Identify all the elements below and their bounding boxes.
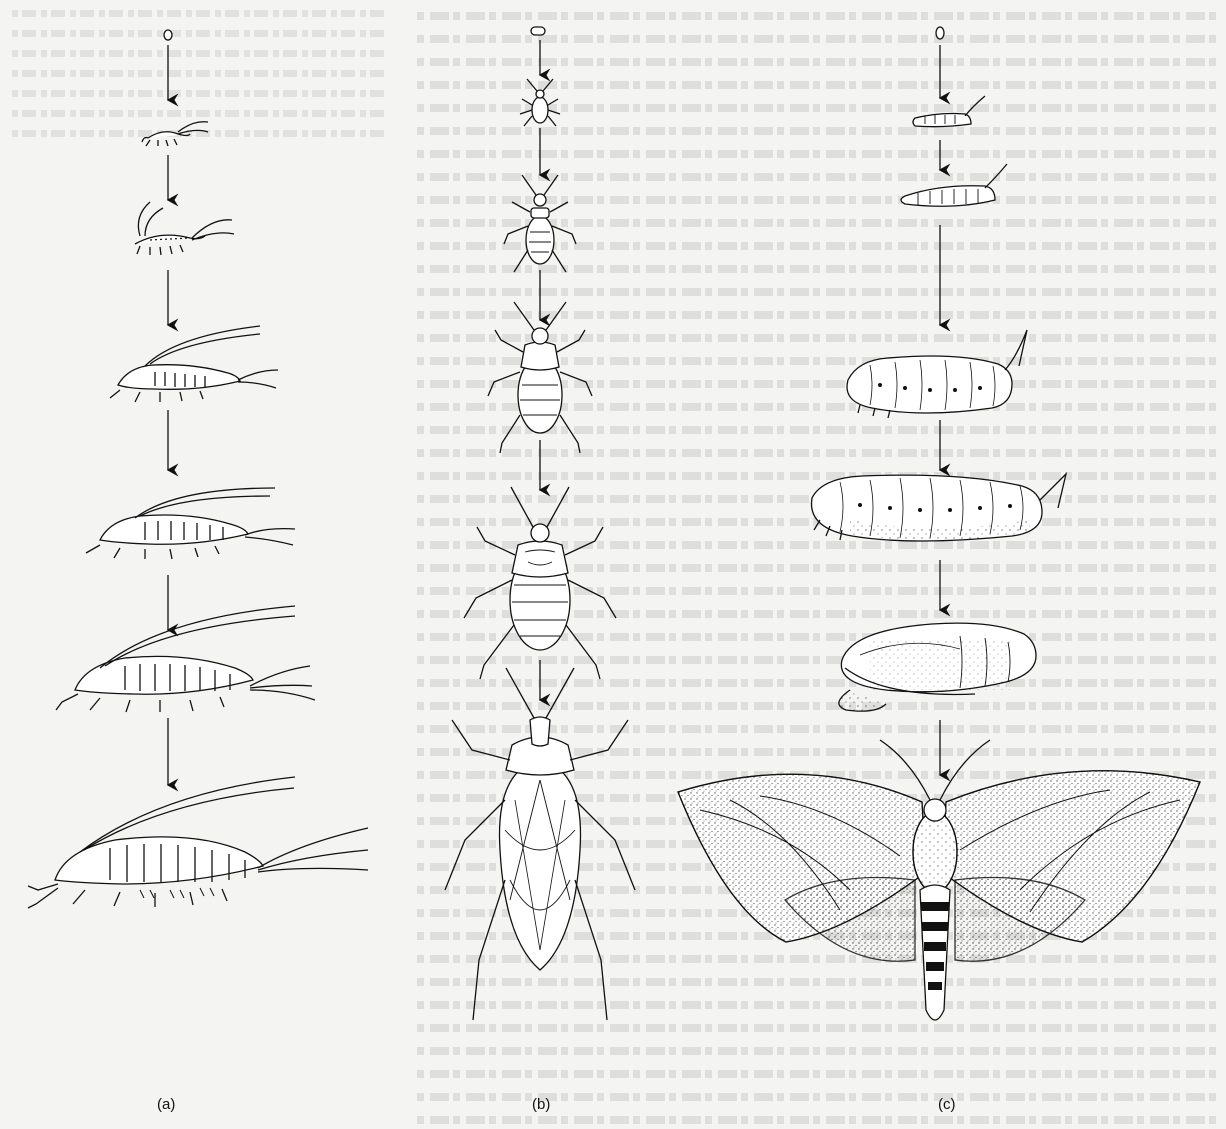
egg-icon <box>164 30 172 40</box>
adult-moth <box>678 740 1200 1020</box>
pupa <box>839 623 1036 711</box>
bug-nymph-4 <box>464 487 616 679</box>
nymph-stage-1 <box>142 122 208 146</box>
column-a-ametabolous <box>28 30 368 908</box>
egg-icon <box>531 27 545 35</box>
nymph-stage-5 <box>56 606 315 712</box>
nymph-stage-2 <box>135 202 234 255</box>
larva-stage-4 <box>812 474 1067 541</box>
panel-label-c: (c) <box>938 1096 956 1113</box>
bug-nymph-1 <box>520 79 560 126</box>
column-b-hemimetabolous <box>445 27 635 1020</box>
larva-stage-2 <box>901 164 1007 206</box>
column-c-holometabolous <box>678 27 1200 1020</box>
adult-silverfish <box>28 777 368 908</box>
larva-stage-1 <box>913 96 985 127</box>
bug-nymph-2 <box>504 175 576 272</box>
bug-nymph-3 <box>488 302 592 453</box>
adult-bug <box>445 668 635 1020</box>
egg-icon <box>936 27 944 39</box>
larva-stage-3 <box>847 330 1027 418</box>
nymph-stage-4 <box>86 488 295 559</box>
panel-label-b: (b) <box>532 1096 550 1113</box>
panel-label-a: (a) <box>157 1096 175 1113</box>
nymph-stage-3 <box>110 326 278 402</box>
